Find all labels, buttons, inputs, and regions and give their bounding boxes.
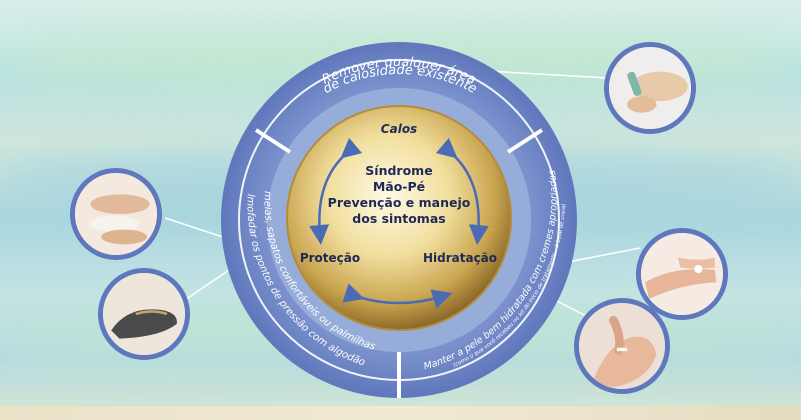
node-protecao: Proteção — [300, 251, 360, 265]
photo-slipper-shoe — [98, 268, 190, 360]
photo-feet-with-cotton — [70, 168, 162, 260]
center-title-line: Prevenção e manejo — [328, 195, 471, 210]
arrow-protecao-hidratacao — [342, 283, 453, 309]
center-title-line: Síndrome — [365, 163, 432, 178]
center-title-line: Mão-Pé — [373, 179, 425, 194]
ring-divider — [254, 128, 292, 154]
node-calos: Calos — [381, 122, 417, 136]
bottom-strip — [0, 406, 801, 420]
center-title-line: dos sintomas — [352, 211, 445, 226]
arrow-calos-hidratacao — [435, 137, 489, 245]
connector-line — [184, 267, 233, 301]
photo-foot-with-pumice — [604, 42, 696, 134]
node-hidratacao: Hidratação — [423, 251, 497, 265]
arrow-calos-protecao — [309, 137, 363, 245]
photo-foot-with-cream — [574, 298, 670, 394]
connector-line — [164, 217, 233, 241]
photo-hand-with-cream — [636, 228, 728, 320]
ring-divider — [506, 128, 544, 154]
connector-line — [567, 247, 641, 263]
